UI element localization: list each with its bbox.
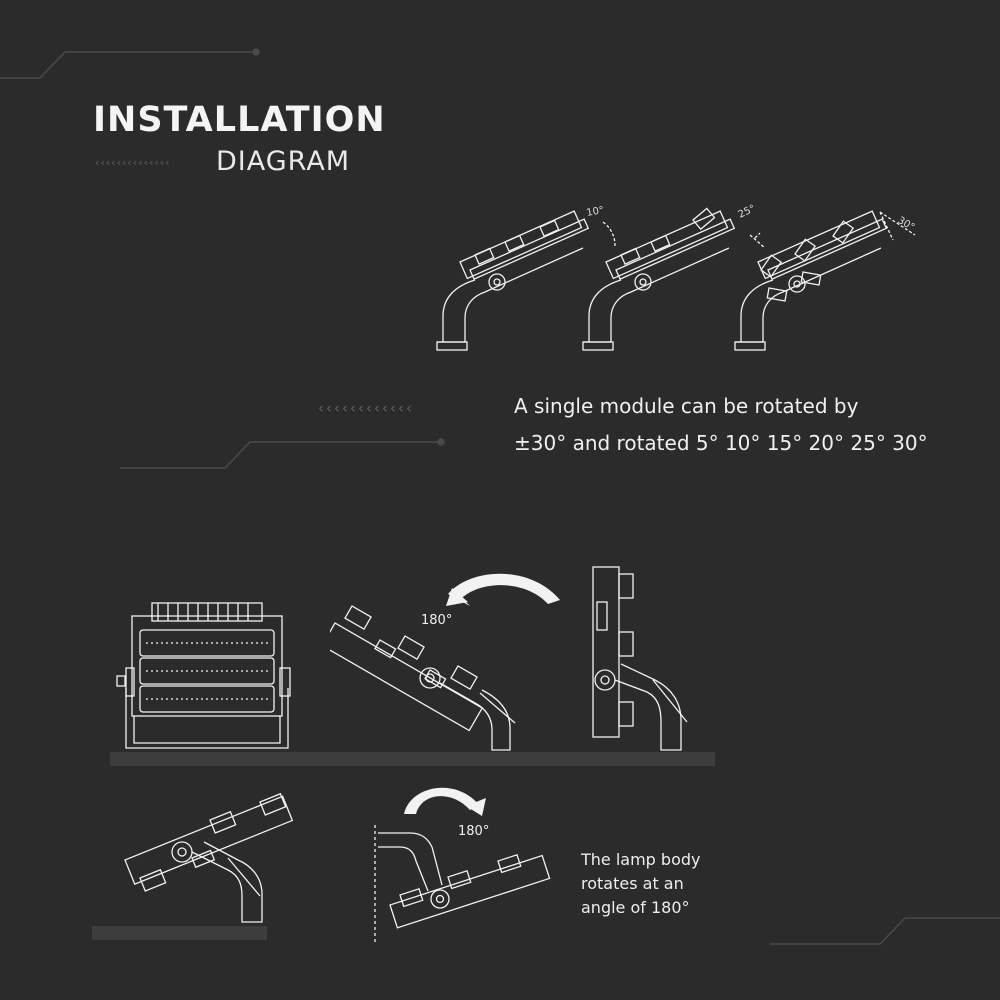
module-rotation-note: A single module can be rotated by ±30° a… — [514, 388, 954, 462]
svg-text:‹‹‹‹‹‹‹‹‹‹‹‹: ‹‹‹‹‹‹‹‹‹‹‹‹ — [318, 399, 414, 417]
angle-label-25: 25° — [737, 203, 758, 220]
rotate-arrow-icon-bottom — [404, 787, 486, 816]
module-rotation-figures: 10° 25° 30° — [436, 203, 917, 351]
circuit-line-decoration — [0, 48, 1000, 945]
rotation-label-top: 180° — [421, 613, 453, 628]
ground-texture — [92, 752, 715, 940]
fixture-module-25deg — [582, 207, 766, 351]
body-rotation-note-line2: rotates at an — [581, 874, 684, 893]
angle-label-10: 10° — [586, 205, 605, 219]
fixture-module-30deg — [734, 210, 916, 351]
module-rotation-note-line1: A single module can be rotated by — [514, 394, 859, 418]
svg-text:‹‹‹‹‹‹‹‹‹‹‹‹‹‹: ‹‹‹‹‹‹‹‹‹‹‹‹‹‹ — [95, 156, 171, 169]
lamp-vertical-view — [592, 566, 688, 751]
rotate-arrow-icon — [446, 573, 560, 606]
page-title: INSTALLATION — [93, 100, 386, 140]
fixture-module-10deg — [436, 210, 616, 351]
rotation-label-bottom: 180° — [458, 824, 490, 839]
lamp-tilted-view — [330, 605, 516, 751]
body-rotation-note-line1: The lamp body — [581, 850, 701, 869]
body-rotation-note-line3: angle of 180° — [581, 898, 690, 917]
body-rotation-note: The lamp body rotates at an angle of 180… — [581, 848, 781, 920]
lamp-front-view — [116, 602, 291, 749]
lamp-rotated-view — [124, 792, 294, 923]
chevron-row-decoration: ‹‹‹‹‹‹‹‹‹‹‹‹‹‹ ‹‹‹‹‹‹‹‹‹‹‹‹ — [95, 156, 414, 417]
module-rotation-note-line2: ±30° and rotated 5° 10° 15° 20° 25° 30° — [514, 431, 928, 455]
angle-label-30: 30° — [896, 215, 917, 233]
page-subtitle: DIAGRAM — [216, 146, 351, 177]
lamp-wall-mounted-view — [374, 825, 551, 945]
